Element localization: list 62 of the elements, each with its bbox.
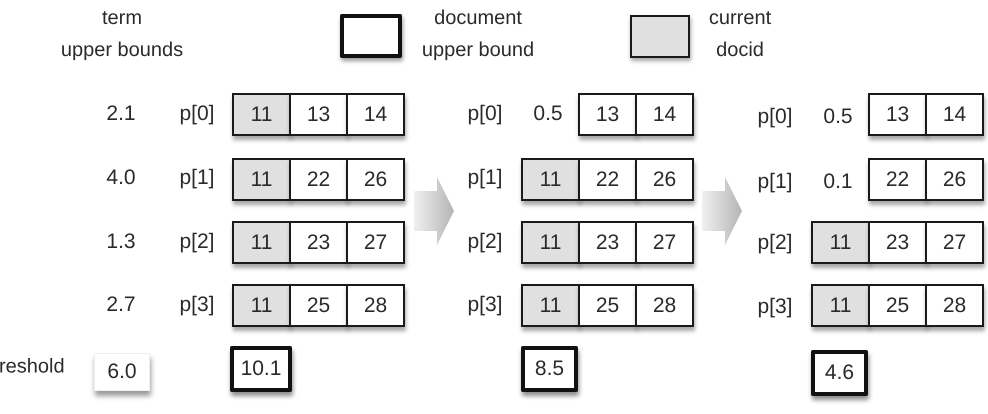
document-upper-bound: 8.5	[521, 346, 578, 392]
list-pointer-label: p[3]	[179, 293, 215, 317]
step-arrow	[414, 177, 454, 245]
posting-entry: 14	[635, 93, 694, 136]
list-pointer-label: p[1]	[467, 166, 503, 190]
list-pointer-label: p[0]	[757, 105, 793, 129]
step-arrow	[702, 177, 742, 245]
posting-entry: 26	[635, 158, 694, 201]
posting-entry: 22	[868, 158, 927, 201]
posting-entry: 25	[868, 284, 927, 327]
posting-entry: 27	[346, 221, 405, 264]
list-pointer-label: p[1]	[179, 166, 215, 190]
current-posting-entry: 11	[521, 221, 580, 264]
legend-label: current docid	[708, 6, 772, 63]
list-pointer-label: p[1]	[757, 170, 793, 194]
legend-label: document upper bound	[422, 6, 534, 63]
posting-entry: 22	[578, 158, 637, 201]
list-pointer-label: p[3]	[757, 295, 793, 319]
current-posting-entry: 11	[232, 93, 291, 136]
posting-entry: 25	[289, 284, 348, 327]
posting-entry: 14	[925, 93, 984, 136]
column-heading: term upper bounds	[60, 6, 184, 63]
posting-entry: 27	[925, 221, 984, 264]
current-posting-entry: 11	[811, 221, 870, 264]
posting-entry: 13	[868, 93, 927, 136]
list-pointer-label: p[3]	[467, 293, 503, 317]
block-upper-bound: 0.1	[823, 170, 853, 194]
document-upper-bound: 4.6	[811, 350, 868, 396]
posting-entry: 13	[289, 93, 348, 136]
current-posting-entry: 11	[232, 284, 291, 327]
list-pointer-label: p[2]	[467, 230, 503, 254]
term-upper-bound: 2.1	[106, 102, 136, 126]
list-pointer-label: p[2]	[179, 230, 215, 254]
term-upper-bound: 1.3	[106, 230, 136, 254]
term-upper-bound: 4.0	[106, 166, 136, 190]
posting-entry: 28	[925, 284, 984, 327]
threshold-label: reshold	[0, 356, 65, 378]
term-upper-bound: 2.7	[106, 293, 136, 317]
posting-entry: 28	[635, 284, 694, 327]
list-pointer-label: p[0]	[467, 102, 503, 126]
current-posting-entry: 11	[521, 284, 580, 327]
posting-entry: 26	[925, 158, 984, 201]
posting-entry: 25	[578, 284, 637, 327]
current-posting-entry: 11	[232, 158, 291, 201]
posting-entry: 23	[868, 221, 927, 264]
list-pointer-label: p[0]	[179, 102, 215, 126]
posting-entry: 27	[635, 221, 694, 264]
posting-entry: 23	[289, 221, 348, 264]
posting-entry: 14	[346, 93, 405, 136]
current-posting-entry: 11	[521, 158, 580, 201]
posting-entry: 22	[289, 158, 348, 201]
current-posting-entry: 11	[232, 221, 291, 264]
posting-entry: 23	[578, 221, 637, 264]
threshold-value: 6.0	[94, 353, 150, 391]
posting-entry: 26	[346, 158, 405, 201]
list-pointer-label: p[2]	[757, 231, 793, 255]
posting-entry: 28	[346, 284, 405, 327]
block-upper-bound: 0.5	[533, 102, 563, 126]
posting-entry: 13	[578, 93, 637, 136]
current-posting-entry: 11	[811, 284, 870, 327]
document-upper-bound: 10.1	[230, 346, 292, 392]
block-upper-bound: 0.5	[823, 105, 853, 129]
